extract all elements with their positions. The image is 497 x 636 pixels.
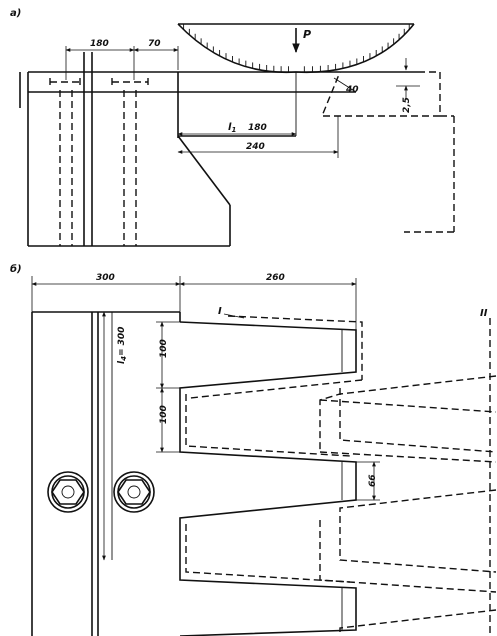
view-b-label: б) xyxy=(10,263,22,275)
load-label: P xyxy=(303,28,311,41)
bolts-a xyxy=(49,78,149,246)
beam-a xyxy=(19,52,418,247)
view-a: а) P xyxy=(10,8,455,247)
dim-l1-value: 180 xyxy=(248,123,267,133)
dim-180-top: 180 xyxy=(90,39,109,49)
dim-depth: 2,5 xyxy=(402,97,412,113)
dim-70: 70 xyxy=(148,39,161,49)
dim-300: 300 xyxy=(96,273,115,283)
dim-angle: 40 xyxy=(345,85,359,95)
body-b xyxy=(31,311,181,636)
dim-b-top xyxy=(31,276,357,330)
dim-100-lower: 100 xyxy=(159,405,169,424)
punch-scale-ticks xyxy=(183,23,410,73)
dim-100-upper: 100 xyxy=(159,339,169,358)
teeth-dashed-outer xyxy=(189,315,497,636)
bolt-head-left xyxy=(47,471,89,513)
marker-II: II xyxy=(480,308,488,319)
teeth-dashed-inner xyxy=(185,394,351,583)
dim-a-bottom xyxy=(177,116,339,158)
view-b: б) 300 260 xyxy=(10,263,497,636)
dim-l1-label: l1 xyxy=(228,122,236,134)
teeth-b xyxy=(179,321,357,636)
dim-l4: l4= 300 xyxy=(117,327,128,364)
dim-b-left xyxy=(156,321,182,453)
bolt-head-right xyxy=(113,471,155,513)
dim-66: 66 xyxy=(368,474,378,487)
dim-b-66 xyxy=(356,461,380,501)
tooth-profile-a xyxy=(320,71,455,233)
dim-240: 240 xyxy=(246,142,265,152)
dim-a-right xyxy=(333,58,420,98)
dim-260: 260 xyxy=(266,273,285,283)
view-a-label: а) xyxy=(10,8,21,19)
marker-I: I xyxy=(218,306,222,317)
dim-a-top xyxy=(65,46,179,80)
